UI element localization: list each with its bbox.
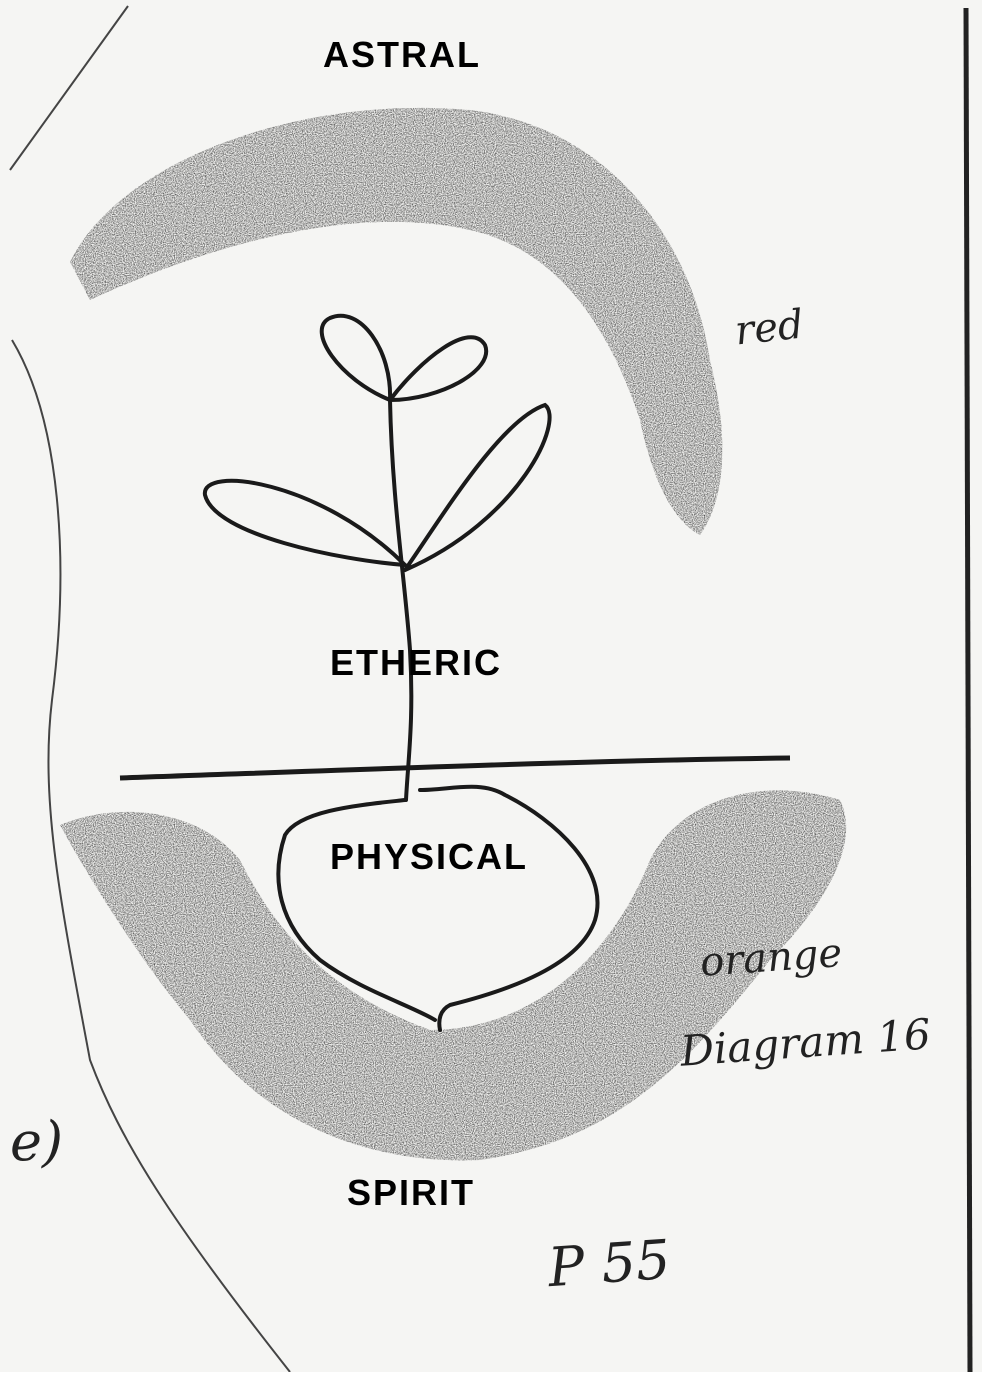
leaf-middle-left (205, 481, 405, 565)
handwriting-page-number: P 55 (546, 1228, 672, 1299)
leaf-middle-right (405, 405, 550, 570)
ground-line (120, 758, 790, 778)
leaf-top-left (322, 316, 390, 400)
plant-sprout (205, 316, 550, 800)
label-etheric: ETHERIC (330, 642, 502, 684)
page-edge-line-right (966, 8, 970, 1372)
handwriting-edge-fragment: e) (10, 1110, 63, 1173)
plant-stem (390, 400, 411, 800)
label-spirit: SPIRIT (347, 1172, 475, 1214)
label-astral: ASTRAL (323, 34, 481, 76)
leaf-top-right (390, 337, 486, 400)
astral-crescent (70, 108, 722, 535)
handwriting-red: red (733, 302, 806, 355)
page-edge-line-top-left (10, 6, 128, 170)
label-physical: PHYSICAL (330, 836, 528, 878)
